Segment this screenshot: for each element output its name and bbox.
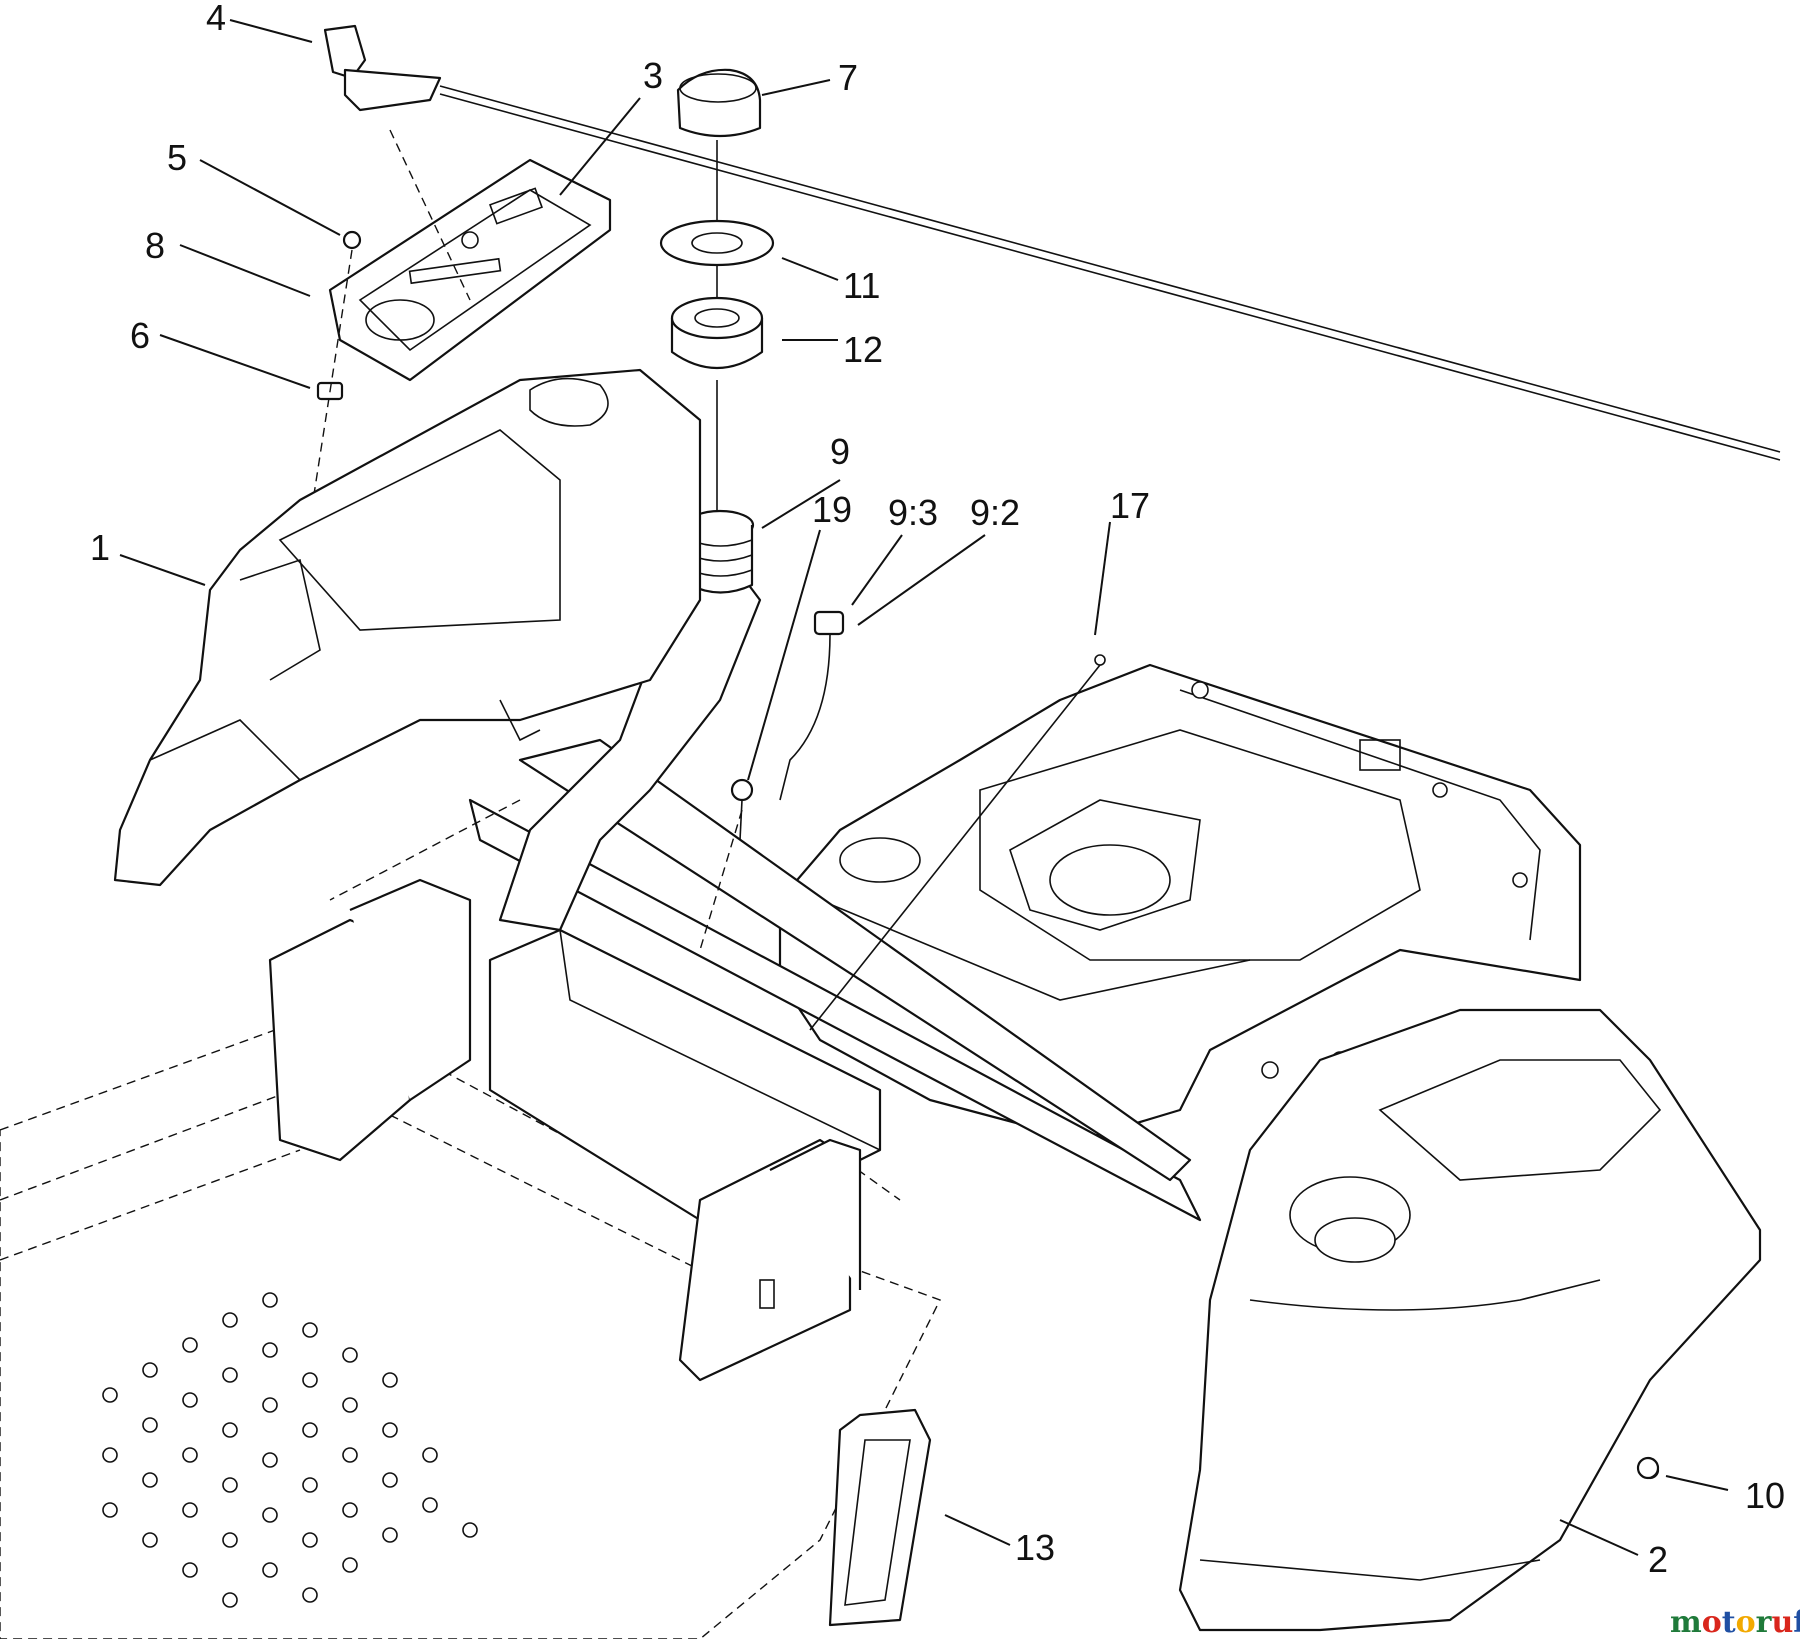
watermark-letter: f xyxy=(1793,1605,1800,1639)
callout-19: 19 xyxy=(812,489,852,530)
screw xyxy=(1636,1456,1660,1480)
sensor-wiring xyxy=(699,610,1106,1031)
callout-10: 10 xyxy=(1745,1475,1785,1516)
watermark-logo: motoruf.de xyxy=(1670,1605,1800,1639)
foot-pad xyxy=(828,1408,932,1627)
leader-lines xyxy=(119,19,1729,1556)
watermark-letter: m xyxy=(1670,1605,1702,1639)
callout-labels: 4 3 7 5 8 11 6 12 9 19 9:3 9:2 17 1 10 1… xyxy=(90,0,1785,1580)
callout-12: 11 xyxy=(843,265,880,306)
watermark-letter: o xyxy=(1702,1605,1722,1639)
frame-chassis xyxy=(329,663,1582,1222)
left-fender xyxy=(113,368,702,887)
small-hardware xyxy=(309,230,362,521)
cap-seal xyxy=(659,219,775,267)
callout-8: 8 xyxy=(145,225,165,266)
right-fender xyxy=(1178,1008,1762,1632)
callout-3: 3 xyxy=(643,55,663,96)
watermark-letter: o xyxy=(1736,1605,1756,1639)
watermark-text: motoruf.de xyxy=(1670,1605,1800,1639)
callout-13: 12 xyxy=(843,329,883,370)
control-panel xyxy=(328,158,612,382)
callout-11: 13 xyxy=(1015,1527,1055,1568)
left-brackets xyxy=(268,878,862,1382)
watermark-letter: r xyxy=(1756,1605,1773,1639)
callout-4: 4 xyxy=(206,0,226,38)
watermark-letter: t xyxy=(1722,1605,1736,1639)
watermark-letter: u xyxy=(1771,1605,1793,1639)
callout-1: 1 xyxy=(90,527,110,568)
callout-7: 7 xyxy=(838,57,858,98)
grommet xyxy=(670,296,764,369)
callout-17: 17 xyxy=(1110,485,1150,526)
choke-knob xyxy=(323,24,1781,461)
floor-pan xyxy=(0,1009,941,1639)
callout-9-2: 9:2 xyxy=(970,492,1020,533)
fuel-filler-neck xyxy=(498,509,762,932)
fuel-cap xyxy=(676,68,762,138)
callout-9-3: 9:3 xyxy=(888,492,938,533)
callout-9: 9 xyxy=(830,431,850,472)
callout-5: 5 xyxy=(167,137,187,178)
floor-pan-holes xyxy=(102,1292,478,1608)
callout-6: 6 xyxy=(130,315,150,356)
callout-2: 2 xyxy=(1648,1539,1668,1580)
